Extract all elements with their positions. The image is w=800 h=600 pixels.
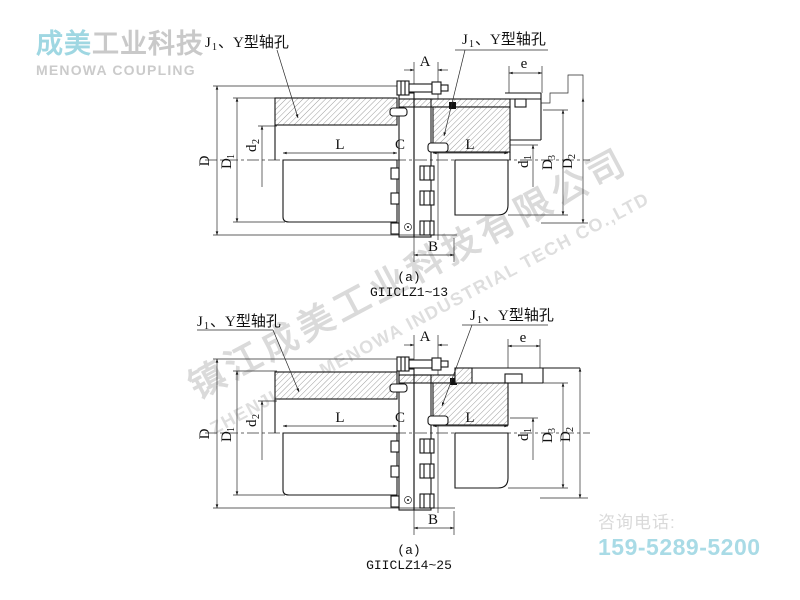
mating-part-outline	[541, 74, 584, 104]
dim-label-L-right: L	[465, 410, 474, 426]
dim-label-L-left: L	[335, 410, 344, 426]
shaft-hole-callouts: J 1 、Y型轴孔 J 1 、Y型轴孔	[205, 31, 548, 137]
spline-key	[389, 107, 408, 117]
svg-text:、Y型轴孔: 、Y型轴孔	[483, 307, 554, 324]
bolt-head	[396, 356, 410, 372]
shaft-hole-label-right: J	[462, 32, 468, 48]
flange-bolt-nut	[419, 190, 435, 206]
keyway	[427, 415, 449, 426]
flange-bolt-nut	[419, 463, 435, 479]
svg-text:1: 1	[523, 155, 534, 160]
figure-caption-letter: (a)	[397, 270, 420, 285]
dim-label-e: e	[520, 330, 527, 346]
dim-label-e: e	[521, 56, 528, 72]
svg-text:1: 1	[212, 42, 217, 53]
brand-logo: 成美工业科技 MENOWA COUPLING	[36, 29, 204, 78]
svg-text:3: 3	[547, 155, 558, 160]
contact-phone-number: 159-5289-5200	[598, 534, 761, 561]
dim-label-B: B	[428, 239, 438, 255]
left-hub	[274, 97, 398, 223]
dim-label-L-left: L	[335, 137, 344, 153]
brand-logo-cn-accent: 成美	[36, 29, 92, 59]
dimension-lines	[215, 68, 585, 257]
brand-logo-en: MENOWA COUPLING	[36, 61, 196, 78]
brand-logo-cn: 成美工业科技	[36, 29, 204, 60]
flange-bolt-nut	[419, 438, 435, 454]
dim-label-d1: d	[516, 433, 532, 441]
svg-text:1: 1	[204, 321, 209, 332]
svg-text:3: 3	[547, 428, 558, 433]
svg-text:1: 1	[226, 427, 237, 432]
spline-key	[389, 383, 408, 393]
flange-assembly	[389, 356, 456, 511]
svg-text:2: 2	[567, 154, 578, 159]
drum-silhouette	[454, 159, 509, 216]
drawing-giiclz-1-13: D D1 d2 d1 D3 D2 L C L A e B J 1 、Y型轴孔 J	[197, 31, 590, 300]
shaft-hole-label-left: J	[197, 314, 203, 330]
bolt-head	[396, 80, 410, 96]
right-hub	[427, 378, 509, 426]
dimension-labels: D D1 d2 d1 D3 D2 L C L A e B	[197, 329, 576, 528]
dimension-labels: D D1 d2 d1 D3 D2 L C L A e B	[197, 54, 578, 255]
shaft-hole-label-right: J	[470, 308, 476, 324]
gear-teeth-notch	[514, 98, 527, 108]
flange-bolt-nut	[419, 220, 435, 236]
svg-text:2: 2	[251, 414, 262, 419]
dim-label-d2: d	[244, 419, 260, 427]
bolt-nut	[431, 357, 442, 371]
bolt-nut	[431, 81, 442, 95]
bolt-shaft	[408, 359, 433, 369]
shaft-hole-label-left: J	[205, 35, 211, 51]
svg-text:1: 1	[226, 154, 237, 159]
flange-bolt-nut	[419, 493, 435, 509]
svg-text:、Y型轴孔: 、Y型轴孔	[210, 313, 281, 330]
gear-teeth-notch	[504, 373, 523, 384]
left-hub	[274, 371, 398, 496]
dim-label-D1: D	[219, 431, 235, 442]
drum-silhouette	[454, 432, 509, 489]
dim-label-d1: d	[516, 160, 532, 168]
drawing-giiclz-14-25: D D1 d2 d1 D3 D2 L C L A e B J 1 、Y型轴孔 J	[197, 307, 590, 573]
dimension-lines	[215, 343, 582, 530]
figure-model-number: GIICLZ14~25	[366, 558, 452, 573]
brand-logo-cn-gray: 工业科技	[92, 29, 204, 59]
svg-text:1: 1	[469, 39, 474, 50]
dim-label-D1: D	[219, 158, 235, 169]
dim-label-d2: d	[244, 144, 260, 152]
dim-label-A: A	[420, 329, 431, 345]
gear-ring	[454, 367, 580, 489]
dim-label-D3: D	[540, 432, 556, 443]
key-section	[449, 102, 456, 109]
contact-block: 咨询电话: 159-5289-5200	[598, 512, 761, 562]
svg-text:2: 2	[251, 139, 262, 144]
svg-text:1: 1	[477, 315, 482, 326]
figure-caption-letter: (a)	[397, 543, 420, 558]
svg-text:1: 1	[523, 428, 534, 433]
flange-hole	[404, 496, 412, 504]
key-section	[450, 378, 457, 385]
svg-text:2: 2	[565, 427, 576, 432]
dim-label-D2: D	[560, 158, 576, 169]
keyway	[427, 142, 449, 153]
svg-text:、Y型轴孔: 、Y型轴孔	[475, 31, 546, 48]
contact-label: 咨询电话:	[598, 513, 676, 532]
gear-ring	[454, 74, 584, 216]
figure-model-number: GIICLZ1~13	[370, 285, 448, 300]
dim-label-D2: D	[558, 431, 574, 442]
dim-label-D: D	[197, 428, 213, 439]
bolt-shaft	[408, 83, 433, 93]
dim-label-C: C	[395, 410, 405, 426]
dim-label-D3: D	[540, 159, 556, 170]
dim-label-C: C	[395, 137, 405, 153]
flange-bolt-nut	[419, 165, 435, 181]
flange-hole	[404, 223, 412, 231]
shaft-hole-callouts: J 1 、Y型轴孔 J 1 、Y型轴孔	[197, 307, 554, 407]
dim-label-A: A	[420, 54, 431, 70]
dim-label-D: D	[197, 155, 213, 166]
dim-label-B: B	[428, 512, 438, 528]
svg-text:、Y型轴孔: 、Y型轴孔	[218, 34, 289, 51]
dim-label-L-right: L	[465, 137, 474, 153]
